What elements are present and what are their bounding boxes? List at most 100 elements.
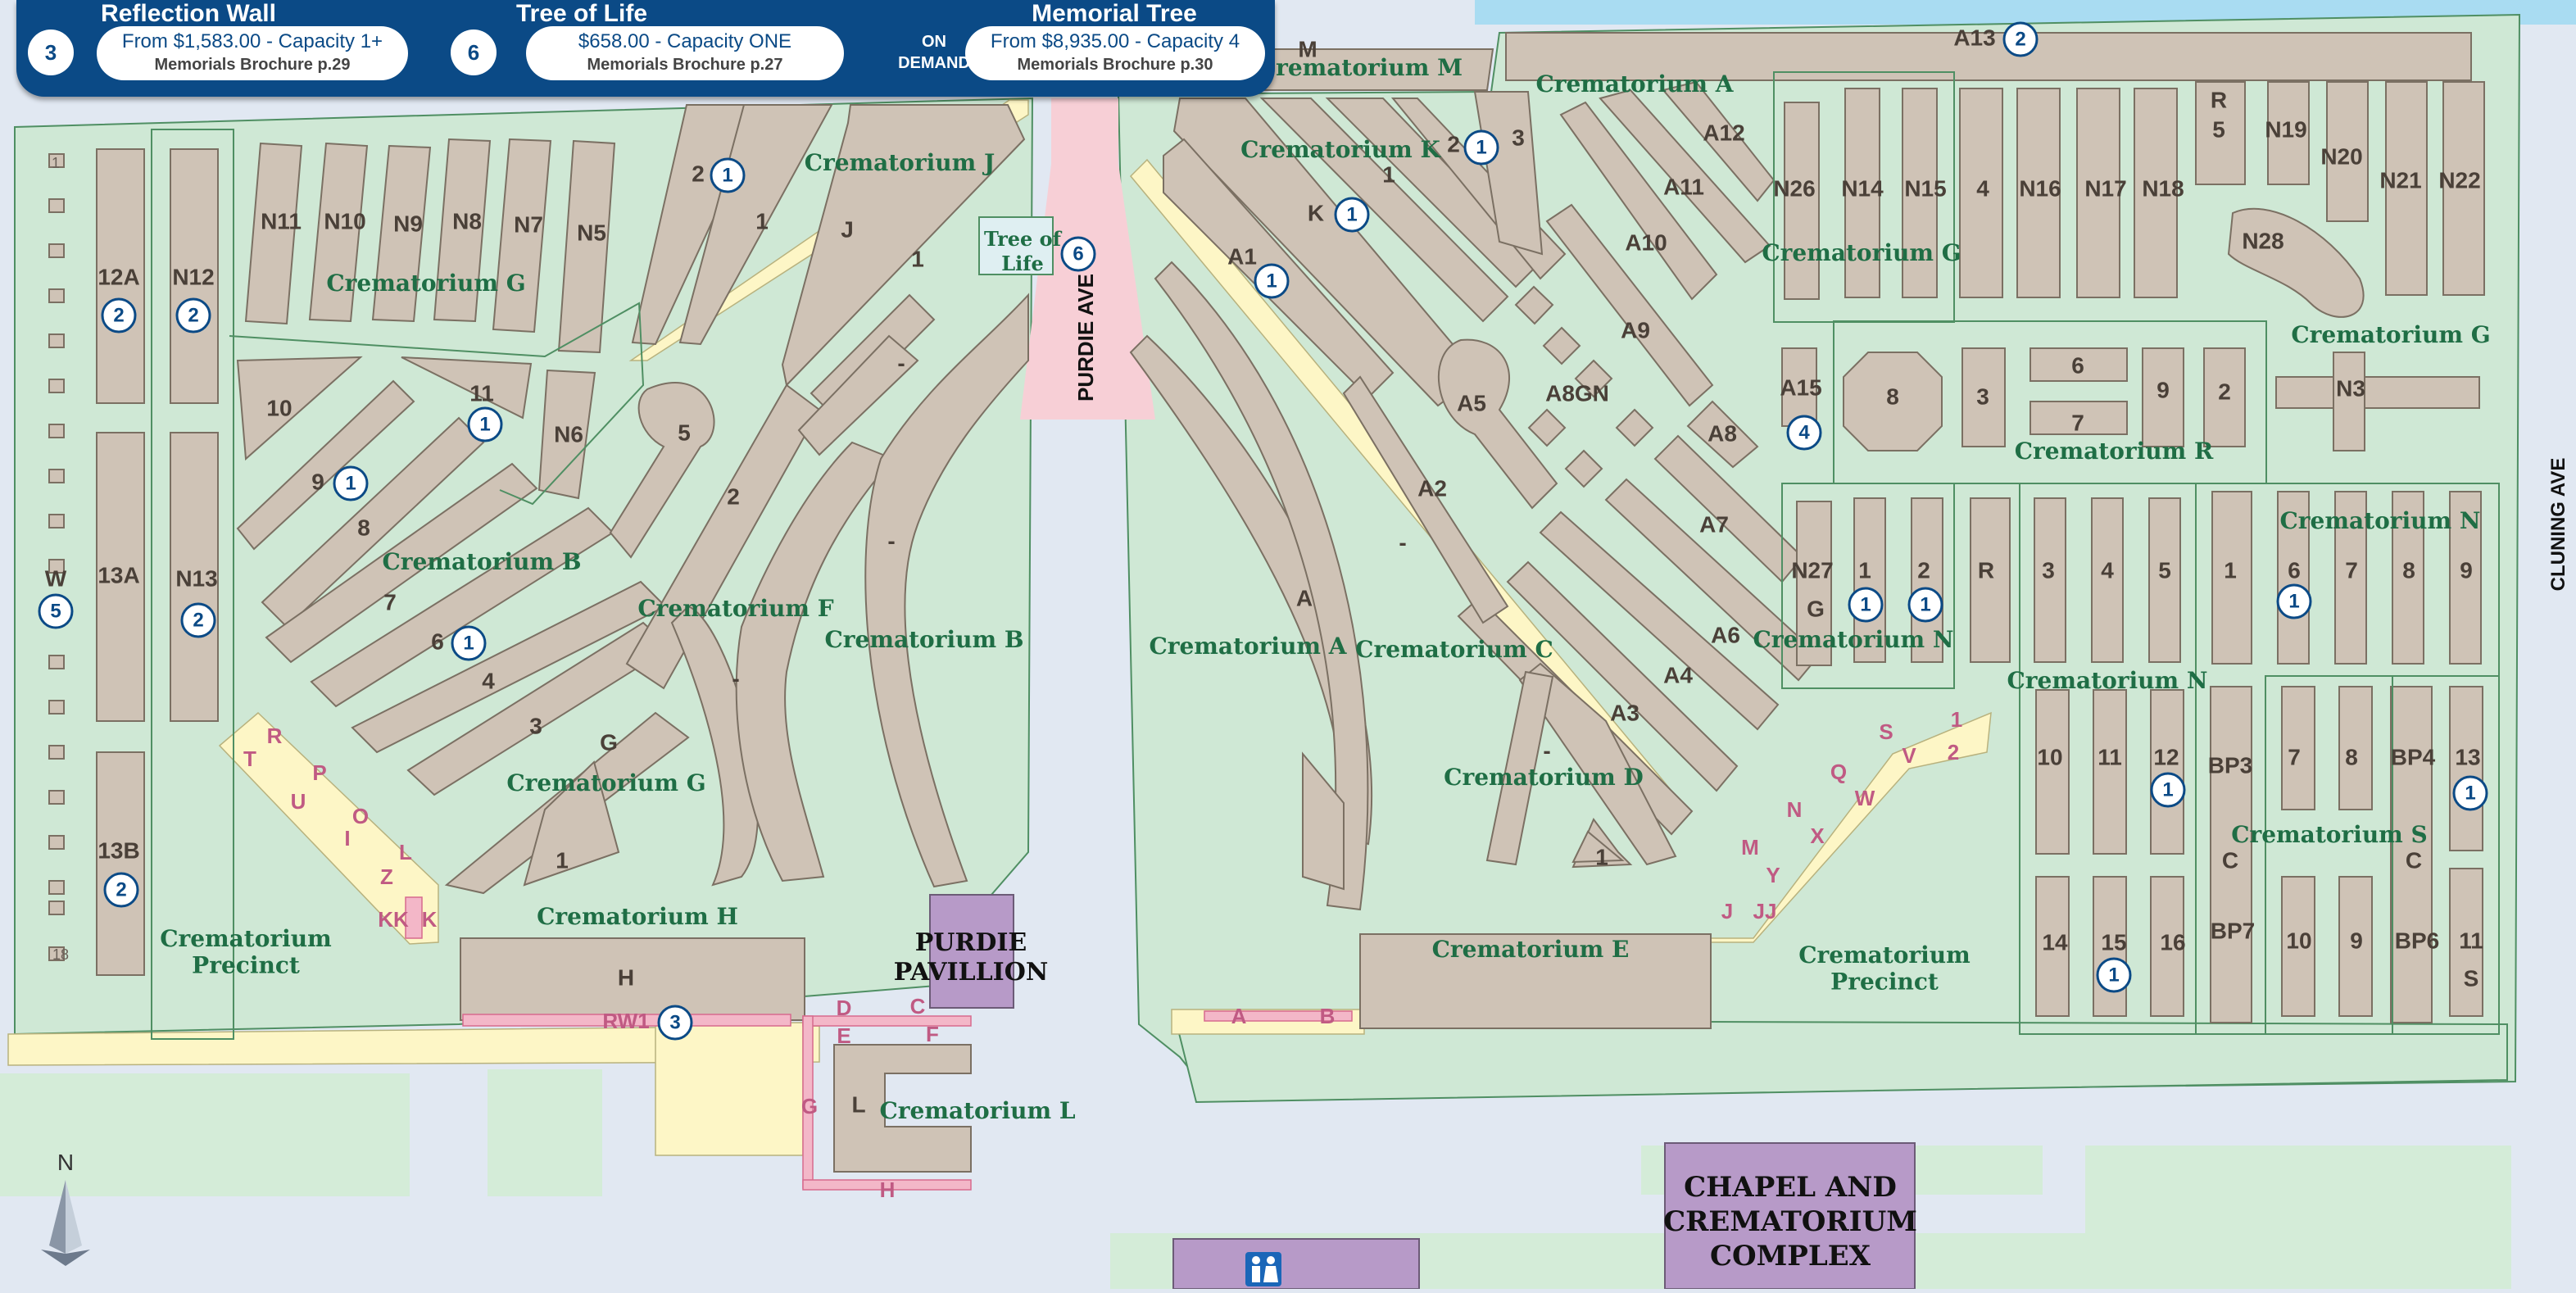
- memorial-marker[interactable]: 1: [2452, 775, 2488, 811]
- section-label: Crematorium R: [2015, 438, 2214, 465]
- section-boundaries: [151, 71, 2500, 1040]
- plot-label: 6: [431, 628, 444, 654]
- memorial-marker[interactable]: 5: [38, 593, 74, 629]
- plot-label: 15: [2101, 929, 2126, 955]
- marker-circle: [2096, 957, 2132, 993]
- plot-label: 6: [2071, 352, 2084, 378]
- section-label: Crematorium N: [2007, 667, 2208, 694]
- memorial-marker[interactable]: 1: [1254, 263, 1290, 299]
- toilet-building: [1172, 1238, 1420, 1290]
- section-label: Crematorium G: [2291, 321, 2490, 348]
- plot-label: A15: [1780, 374, 1821, 400]
- plot-label: S: [2464, 965, 2479, 991]
- memorial-tree-info[interactable]: From $8,935.00 - Capacity 4 Memorials Br…: [965, 26, 1265, 80]
- plot-label: 12A: [98, 264, 139, 289]
- plot-label: 5: [678, 420, 691, 445]
- memorial-marker[interactable]: 1: [467, 406, 503, 442]
- plot-label: A1: [1227, 243, 1257, 269]
- wall-label: 1: [1951, 707, 1962, 732]
- plot-label: 3: [2042, 557, 2055, 583]
- plot-label: BP6: [2395, 928, 2439, 953]
- memorial-marker[interactable]: 1: [1848, 587, 1884, 623]
- memorial-marker[interactable]: 2: [175, 297, 211, 333]
- plot-label: 1: [1382, 161, 1395, 187]
- wall-label: H: [880, 1177, 896, 1202]
- plot-label: A7: [1699, 511, 1729, 537]
- purdie-ave-label: PURDIE AVE: [1073, 274, 1098, 402]
- plot-label: C: [2222, 847, 2238, 873]
- plot-label: 2: [727, 483, 740, 509]
- memorial-marker[interactable]: 1: [2150, 772, 2186, 808]
- plot-label: A6: [1711, 622, 1740, 647]
- tree-of-life-label-2: Life: [1001, 252, 1044, 275]
- plot-label: 7: [2345, 557, 2358, 583]
- memorial-marker[interactable]: 2: [180, 602, 216, 638]
- wall-label: U: [291, 789, 306, 814]
- plot-label: N21: [2379, 167, 2421, 193]
- plot-label: N11: [261, 208, 302, 234]
- tree-of-life-info[interactable]: $658.00 - Capacity ONE Memorials Brochur…: [526, 26, 844, 80]
- memorial-marker[interactable]: 1: [451, 625, 487, 661]
- plot-label: N27: [1791, 557, 1833, 583]
- tree-of-life-price: $658.00 - Capacity ONE: [578, 30, 792, 52]
- section-label: Crematorium C: [1355, 636, 1553, 663]
- cluning-ave-label: CLUNING AVE: [2547, 458, 2569, 592]
- memorial-marker[interactable]: 2: [101, 297, 137, 333]
- section-label: Crematorium G: [1762, 239, 1961, 266]
- chapel-label-3: COMPLEX: [1710, 1240, 1871, 1273]
- plot-label: N18: [2142, 175, 2184, 201]
- memorial-marker[interactable]: 1: [1907, 587, 1943, 623]
- marker-number: 1: [1860, 593, 1871, 615]
- memorial-marker[interactable]: 1: [1463, 129, 1499, 166]
- marker-number: 1: [2108, 964, 2119, 986]
- plot-label: J: [841, 216, 854, 242]
- wall-label: E: [837, 1023, 850, 1048]
- reflection-wall-info[interactable]: From $1,583.00 - Capacity 1+ Memorials B…: [97, 26, 408, 80]
- memorial-tree-price: From $8,935.00 - Capacity 4: [990, 30, 1240, 52]
- on-demand-label: ON DEMAND: [898, 33, 970, 72]
- section-label: Crematorium L: [879, 1097, 1075, 1124]
- memorial-marker[interactable]: 1: [333, 465, 369, 501]
- memorial-marker[interactable]: 6: [1060, 236, 1096, 272]
- plot-label: 10: [2037, 744, 2062, 769]
- plot-label: 13: [2455, 744, 2480, 769]
- plot-label: 1: [1858, 557, 1871, 583]
- plot-label: R: [1978, 557, 1994, 583]
- memorial-marker[interactable]: 3: [657, 1005, 693, 1041]
- plot-label: 6: [2288, 557, 2301, 583]
- memorial-marker[interactable]: 2: [2002, 21, 2039, 57]
- marker-number: 1: [463, 632, 474, 654]
- plot-label: W: [45, 565, 67, 591]
- memorial-marker[interactable]: 1: [2276, 583, 2312, 619]
- memorial-tree-ref: Memorials Brochure p.30: [1017, 56, 1213, 74]
- memorial-marker[interactable]: 1: [1334, 197, 1370, 233]
- chapel-label-1: CHAPEL AND: [1684, 1171, 1897, 1204]
- plot-label: 13B: [98, 837, 139, 863]
- section-label: Crematorium S: [2231, 821, 2428, 848]
- marker-number: 1: [1346, 203, 1357, 225]
- plot-label: 7: [383, 589, 397, 615]
- plot-label: A12: [1703, 120, 1744, 145]
- plot-label: N17: [2084, 175, 2126, 201]
- marker-number: 3: [669, 1011, 680, 1033]
- plot-label: 9: [311, 469, 324, 494]
- plot-label: 14: [2042, 929, 2068, 955]
- plot-label: 2: [1917, 557, 1930, 583]
- memorial-marker[interactable]: 4: [1786, 415, 1822, 451]
- memorial-marker[interactable]: 2: [103, 872, 139, 908]
- plot-label: K: [1308, 200, 1324, 225]
- tree-of-life-number: 6: [451, 29, 497, 75]
- plot-label: N12: [172, 264, 214, 289]
- legend-banner: Reflection Wall 3 From $1,583.00 - Capac…: [16, 0, 1275, 97]
- memorial-marker[interactable]: 1: [2096, 957, 2132, 993]
- marker-circle: [180, 602, 216, 638]
- plot-label: N3: [2336, 375, 2365, 401]
- section-label: Crematorium N: [2280, 507, 2481, 534]
- plot-beds: [48, 32, 2485, 1173]
- plot-label: 8: [1886, 383, 1899, 409]
- memorial-marker[interactable]: 1: [710, 157, 746, 193]
- plot-label: N10: [324, 208, 365, 234]
- memorial-tree-title: Memorial Tree: [1032, 0, 1197, 27]
